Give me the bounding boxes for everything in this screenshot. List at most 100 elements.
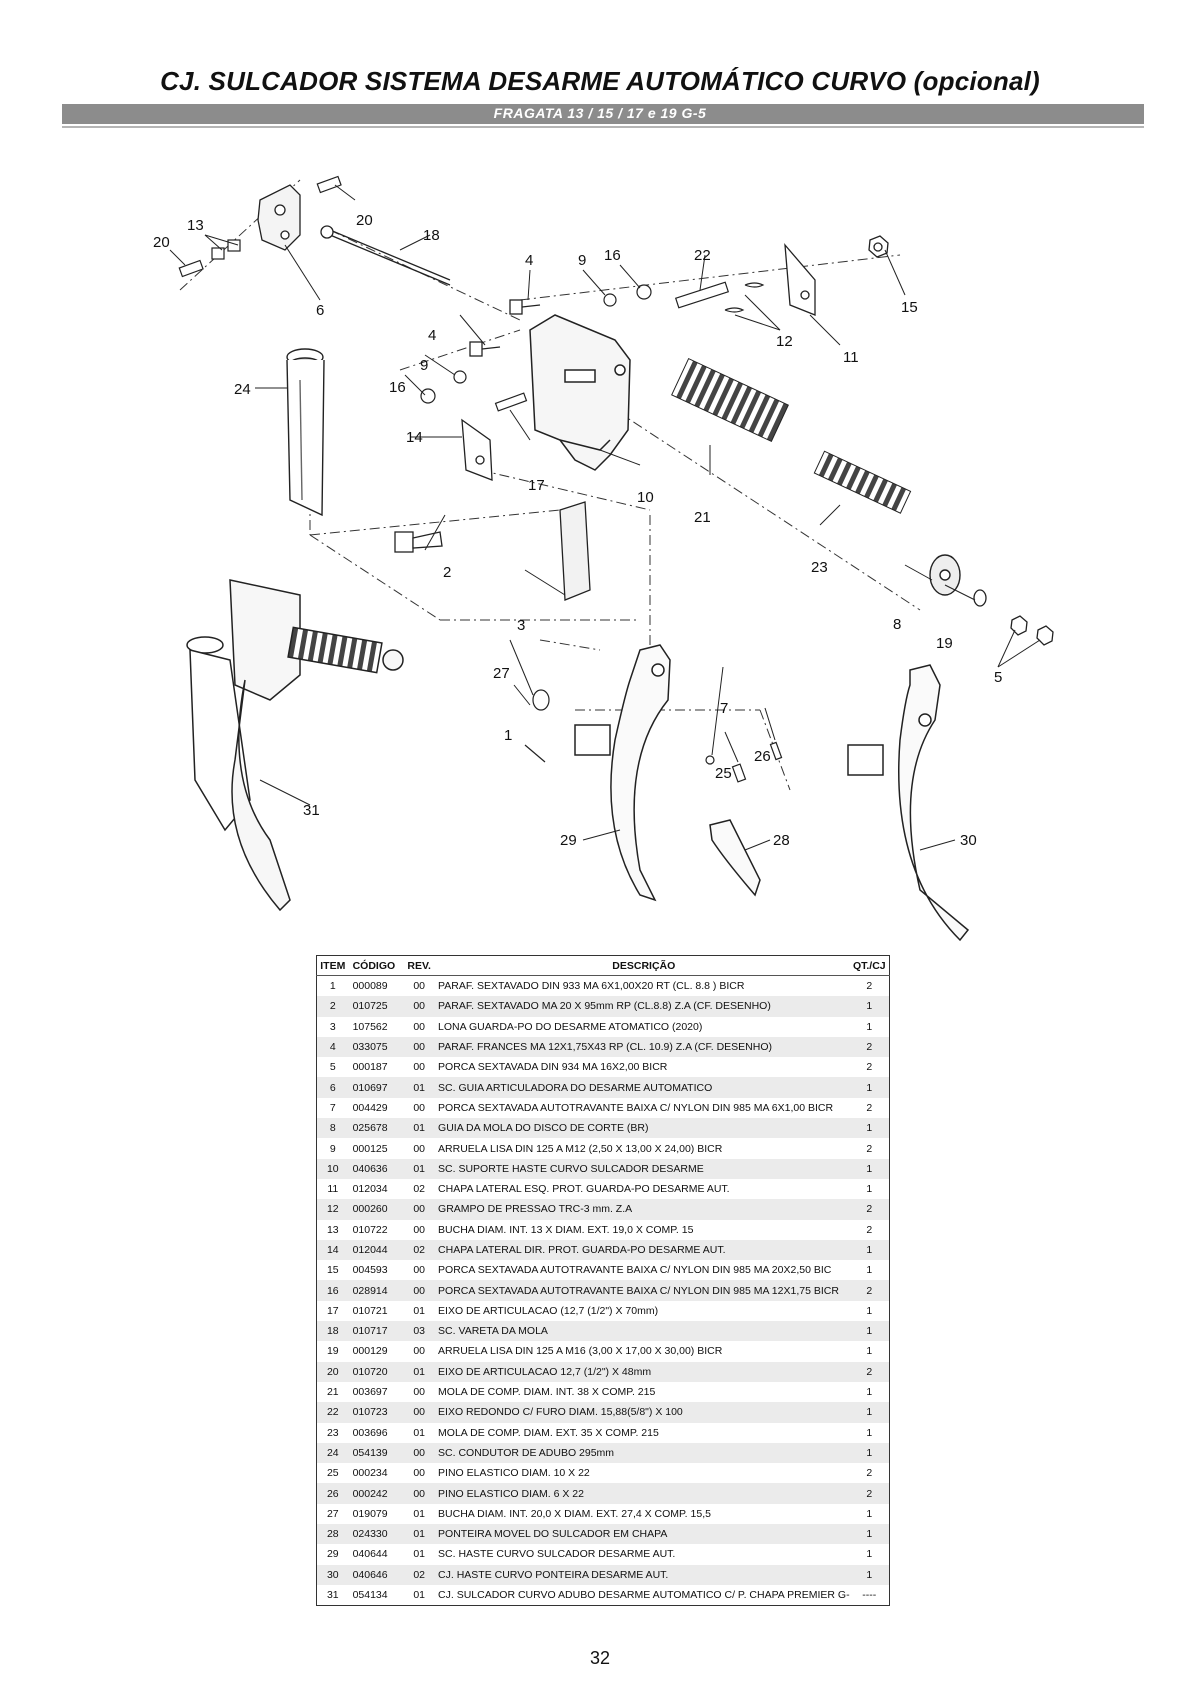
callout-14: 14 bbox=[406, 429, 423, 446]
cell-code: 054134 bbox=[348, 1584, 405, 1606]
cell-code: 012044 bbox=[348, 1239, 405, 1261]
cell-code: 010697 bbox=[348, 1077, 405, 1098]
cell-item: 22 bbox=[316, 1402, 349, 1423]
spring-rod-icon bbox=[320, 225, 451, 286]
callout-16a: 16 bbox=[604, 247, 621, 264]
leader-lines bbox=[169, 184, 1041, 851]
cell-qty: 1 bbox=[849, 1341, 890, 1362]
cell-description: CJ. SULCADOR CURVO ADUBO DESARME AUTOMAT… bbox=[434, 1584, 850, 1606]
cell-item: 9 bbox=[316, 1138, 349, 1159]
cell-description: PARAF. SEXTAVADO MA 20 X 95mm RP (CL.8.8… bbox=[434, 996, 850, 1017]
cell-code: 010723 bbox=[348, 1402, 405, 1423]
callout-31: 31 bbox=[303, 802, 320, 819]
callout-20b: 20 bbox=[153, 234, 170, 251]
cell-item: 6 bbox=[316, 1077, 349, 1098]
cell-item: 26 bbox=[316, 1483, 349, 1504]
cell-item: 5 bbox=[316, 1057, 349, 1078]
cell-item: 8 bbox=[316, 1118, 349, 1139]
cell-description: SC. SUPORTE HASTE CURVO SULCADOR DESARME bbox=[434, 1158, 850, 1179]
cell-item: 7 bbox=[316, 1097, 349, 1119]
pressure-clip-icon bbox=[724, 282, 765, 313]
cell-item: 30 bbox=[316, 1564, 349, 1585]
column-header-description: DESCRIÇÃO bbox=[434, 955, 850, 976]
callout-16b: 16 bbox=[389, 379, 406, 396]
cell-rev: 01 bbox=[404, 1118, 435, 1139]
callout-20a: 20 bbox=[356, 212, 373, 229]
callout-19: 19 bbox=[936, 635, 953, 652]
fertilizer-conductor-icon bbox=[286, 348, 325, 517]
exploded-view-diagram: 1 2 3 4 4 5 6 7 8 9 9 10 11 12 13 14 15 … bbox=[0, 140, 1200, 960]
curved-shank-tip-icon bbox=[847, 664, 970, 942]
cell-item: 13 bbox=[316, 1219, 349, 1240]
cell-code: 000125 bbox=[348, 1138, 405, 1159]
cell-rev: 01 bbox=[404, 1422, 435, 1443]
cell-qty: 1 bbox=[849, 1503, 890, 1525]
spring-guide-disc-icon bbox=[929, 554, 961, 596]
column-header-qty: QT./CJ bbox=[849, 955, 890, 976]
cell-qty: 1 bbox=[849, 1260, 890, 1281]
cell-code: 107562 bbox=[348, 1016, 405, 1037]
cell-description: MOLA DE COMP. DIAM. EXT. 35 X COMP. 215 bbox=[434, 1422, 850, 1443]
cell-code: 000089 bbox=[348, 975, 405, 997]
cell-code: 000234 bbox=[348, 1463, 405, 1484]
cell-qty: 1 bbox=[849, 1524, 890, 1545]
callout-9a: 9 bbox=[578, 252, 586, 269]
cell-qty: 2 bbox=[849, 1097, 890, 1119]
cell-rev: 00 bbox=[404, 996, 435, 1017]
page-title: CJ. SULCADOR SISTEMA DESARME AUTOMÁTICO … bbox=[160, 66, 1040, 96]
callout-labels: 1 2 3 4 4 5 6 7 8 9 9 10 11 12 13 14 15 … bbox=[153, 212, 1002, 849]
cell-rev: 01 bbox=[404, 1361, 435, 1382]
cell-item: 18 bbox=[316, 1321, 349, 1342]
lock-nut-icon bbox=[868, 235, 889, 258]
cell-qty: 2 bbox=[849, 1483, 890, 1504]
cell-rev: 00 bbox=[404, 1463, 435, 1484]
callout-26: 26 bbox=[754, 748, 771, 765]
cell-description: PARAF. SEXTAVADO DIN 933 MA 6X1,00X20 RT… bbox=[434, 975, 850, 997]
cell-item: 25 bbox=[316, 1463, 349, 1484]
complete-furrower-assembly-icon bbox=[186, 579, 404, 912]
bolt-icon bbox=[394, 299, 541, 553]
callout-25: 25 bbox=[715, 765, 732, 782]
callout-8: 8 bbox=[893, 616, 901, 633]
cell-item: 3 bbox=[316, 1016, 349, 1037]
cell-code: 024330 bbox=[348, 1524, 405, 1545]
cell-rev: 00 bbox=[404, 1260, 435, 1281]
cell-description: GUIA DA MOLA DO DISCO DE CORTE (BR) bbox=[434, 1118, 850, 1139]
cell-rev: 02 bbox=[404, 1239, 435, 1261]
callout-23: 23 bbox=[811, 559, 828, 576]
cell-qty: 1 bbox=[849, 1300, 890, 1322]
cell-qty: 1 bbox=[849, 1402, 890, 1423]
shank-support-icon bbox=[529, 314, 631, 471]
round-axle-icon bbox=[674, 281, 730, 309]
cell-rev: 00 bbox=[404, 1483, 435, 1504]
cell-rev: 00 bbox=[404, 1402, 435, 1423]
cell-qty: 1 bbox=[849, 1544, 890, 1565]
callout-13: 13 bbox=[187, 217, 204, 234]
cell-item: 21 bbox=[316, 1381, 349, 1403]
cell-item: 29 bbox=[316, 1544, 349, 1565]
cell-description: PORCA SEXTAVADA AUTOTRAVANTE BAIXA C/ NY… bbox=[434, 1260, 850, 1281]
column-header-code: CÓDIGO bbox=[348, 955, 405, 976]
callout-4b: 4 bbox=[428, 327, 436, 344]
callout-24: 24 bbox=[234, 381, 251, 398]
cell-code: 010720 bbox=[348, 1361, 405, 1382]
cell-qty: 1 bbox=[849, 1077, 890, 1098]
callout-4a: 4 bbox=[525, 252, 533, 269]
cell-description: SC. HASTE CURVO SULCADOR DESARME AUT. bbox=[434, 1544, 850, 1565]
